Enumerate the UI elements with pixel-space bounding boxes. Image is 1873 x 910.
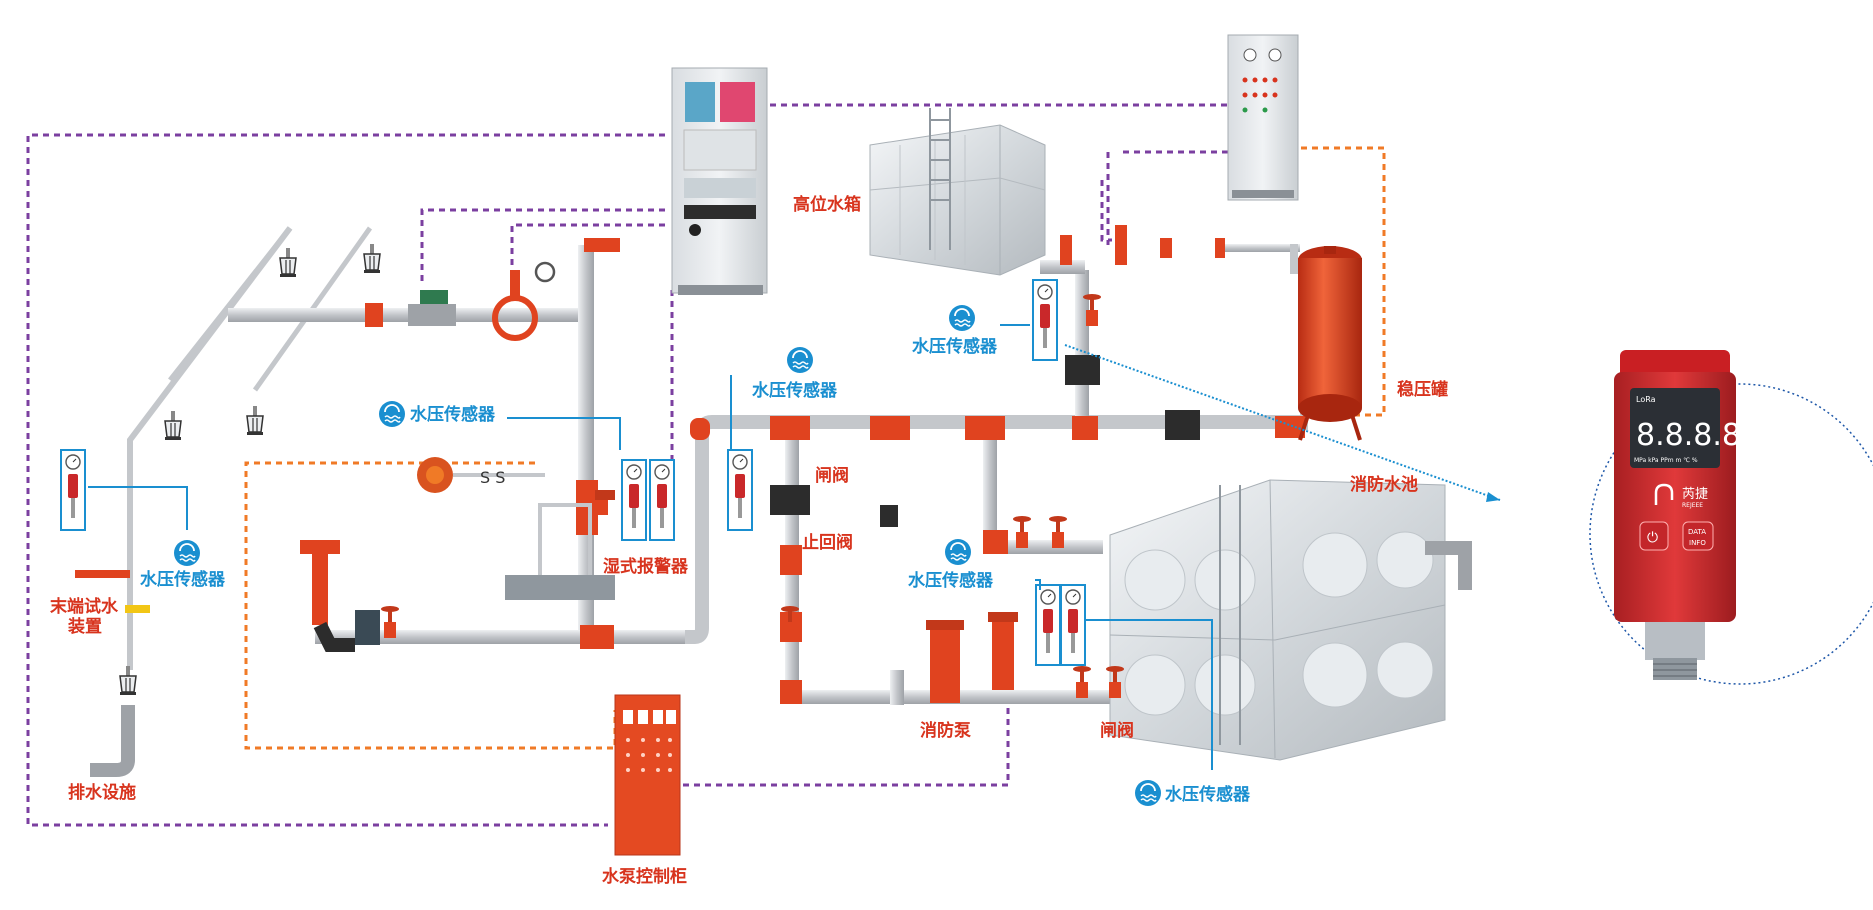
- suction-inlet: [300, 540, 380, 652]
- pressure-control-cabinet: [1227, 34, 1299, 201]
- sensor-leader-lines: [88, 324, 1501, 770]
- label-end-test-2: 装置: [67, 616, 102, 637]
- label-wet-alarm: 湿式报警器: [603, 556, 689, 577]
- pipe-fittings: [365, 225, 1305, 704]
- label-check-valve: 止回阀: [802, 532, 853, 553]
- sensor-label-wet-alarm: 水压传感器: [410, 404, 496, 425]
- sensor-label-pool: 水压传感器: [1165, 784, 1251, 805]
- wet-alarm-valve: [505, 480, 615, 600]
- label-pump-cabinet: 水泵控制柜: [602, 866, 687, 887]
- power-icon: ⏻: [1647, 530, 1658, 546]
- fire-alarm-control-panel: [671, 67, 768, 295]
- alarm-bell: S S: [417, 457, 545, 493]
- signal-butterfly-valve: [408, 261, 556, 341]
- sensor-label-end-test: 水压传感器: [140, 569, 226, 590]
- pipe-valves: [381, 294, 1200, 698]
- data-info-button[interactable]: [1682, 521, 1714, 551]
- power-button[interactable]: [1639, 521, 1669, 551]
- sensor-label-high-tank: 水压传感器: [912, 336, 998, 357]
- sensor-labels: 水压传感器 水压传感器 水压传感器 水压传感器 水压传感器 水压传感器: [140, 336, 1251, 805]
- device-display: 8.8.8.8: [1636, 418, 1741, 453]
- svg-text:S S: S S: [480, 468, 505, 487]
- fire-water-pool: [1109, 479, 1472, 761]
- data-button-label-1: DATA: [1688, 528, 1706, 536]
- label-high-tank: 高位水箱: [793, 194, 861, 215]
- label-gate-valve-lower: 闸阀: [1100, 720, 1134, 741]
- label-fire-pool: 消防水池: [1350, 474, 1418, 495]
- pressure-sensor-boxes: [621, 279, 1086, 666]
- high-level-water-tank: [869, 108, 1046, 276]
- pressure-tank: [1298, 246, 1362, 441]
- pump-control-cabinet: [614, 694, 681, 856]
- component-labels: 高位水箱 稳压罐 消防水池 湿式报警器 闸阀 止回阀 闸阀 消防泵 水泵控制柜 …: [50, 194, 1448, 887]
- label-end-test-1: 末端试水: [50, 596, 119, 617]
- device-brand-cn: 芮捷: [1682, 486, 1708, 502]
- label-fire-pump: 消防泵: [920, 720, 971, 741]
- fire-pumps: [926, 612, 1018, 703]
- brand-logo-icon: [1654, 483, 1674, 505]
- sensor-label-pump-outlet: 水压传感器: [908, 570, 994, 591]
- sensor-device-callout: LoRa 8.8.8.8 MPa kPa PPm m ℃ % 芮捷 REJEEE…: [1589, 350, 1873, 685]
- device-brand-en: REJEEE: [1682, 502, 1703, 509]
- label-gate-valve-upper: 闸阀: [815, 465, 849, 486]
- end-test-device: [60, 449, 150, 613]
- label-pressure-tank: 稳压罐: [1397, 379, 1448, 400]
- data-button-label-2: INFO: [1689, 539, 1706, 547]
- sensor-label-main-pipe: 水压传感器: [752, 380, 838, 401]
- device-lora-label: LoRa: [1636, 395, 1656, 404]
- label-drain: 排水设施: [68, 782, 136, 803]
- device-units: MPa kPa PPm m ℃ %: [1634, 457, 1698, 464]
- signal-lines: [244, 146, 1386, 750]
